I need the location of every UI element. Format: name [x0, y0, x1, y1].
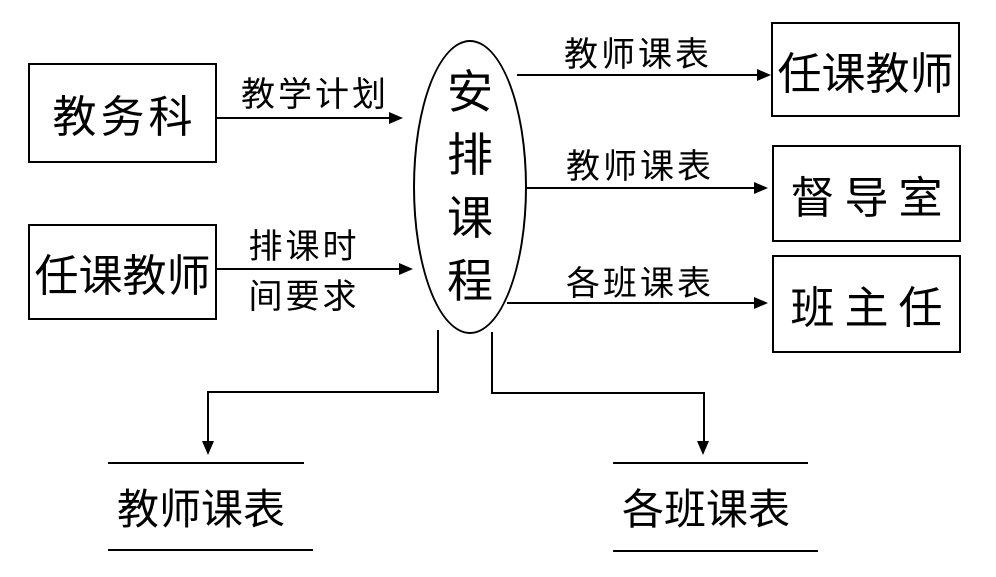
process-label-char-3: 课: [447, 193, 493, 244]
flow-class-schedule-arrowhead-icon: [754, 297, 768, 309]
flow-teaching-plan-line: [216, 117, 390, 119]
process-label-char-2: 排: [447, 130, 493, 181]
flow-to-teacher-store-segment-2: [207, 391, 439, 393]
flow-to-teacher-store-segment-1: [437, 330, 439, 393]
entity-teachers-source-label: 任课教师: [34, 252, 211, 301]
flow-teacher-schedule-2-label: 教师课表: [566, 148, 714, 186]
datastore-teacher-schedule-label: 教师课表: [116, 487, 285, 534]
flow-class-schedule-label: 各班课表: [566, 265, 714, 303]
entity-supervision-office-label: 督导室: [790, 173, 953, 223]
flow-teaching-plan-label: 教学计划: [241, 76, 389, 114]
entity-teachers-source-box: 任课教师: [28, 224, 217, 320]
datastore-class-schedule-top-line: [613, 462, 808, 464]
entity-supervision-office-box: 督导室: [772, 145, 961, 242]
datastore-class-schedule-label: 各班课表: [621, 487, 790, 534]
flow-to-class-store-arrowhead-icon: [697, 441, 709, 455]
entity-teachers-sink-box: 任课教师: [771, 22, 960, 117]
flow-teacher-schedule-1-line: [517, 74, 757, 76]
flow-teacher-schedule-2-line: [525, 187, 754, 189]
flow-to-teacher-store-arrowhead-icon: [202, 441, 214, 455]
datastore-class-schedule-bottom-line: [613, 550, 818, 552]
flow-to-teacher-store-segment-3: [207, 391, 209, 442]
flow-time-requirements-label-line2: 间要求: [248, 278, 360, 316]
flow-teacher-schedule-2-arrowhead-icon: [754, 182, 768, 194]
entity-academic-affairs-box: 教务科: [28, 63, 217, 163]
flow-to-class-store-segment-1: [491, 332, 493, 394]
flow-teacher-schedule-1-label: 教师课表: [564, 36, 712, 74]
entity-head-teacher-label: 班主任: [790, 284, 953, 333]
process-arrange-courses-ellipse: 安 排 课 程: [413, 40, 527, 334]
flow-to-class-store-segment-2: [491, 392, 705, 394]
datastore-teacher-schedule-top-line: [108, 462, 304, 464]
flow-class-schedule-line: [507, 302, 754, 304]
datastore-teacher-schedule-bottom-line: [108, 549, 313, 551]
entity-teachers-sink-label: 任课教师: [777, 49, 954, 99]
flow-time-requirements-arrowhead-icon: [399, 263, 413, 275]
process-label-char-1: 安: [447, 67, 493, 118]
flow-to-class-store-segment-3: [703, 392, 705, 442]
flow-time-requirements-label-line1: 排课时: [248, 228, 360, 266]
flow-teacher-schedule-1-arrowhead-icon: [757, 69, 771, 81]
entity-head-teacher-box: 班主任: [772, 255, 961, 353]
flow-teaching-plan-arrowhead-icon: [389, 112, 403, 124]
flow-time-requirements-line: [216, 268, 399, 270]
entity-academic-affairs-label: 教务科: [52, 93, 197, 142]
process-label-char-4: 程: [447, 256, 493, 307]
